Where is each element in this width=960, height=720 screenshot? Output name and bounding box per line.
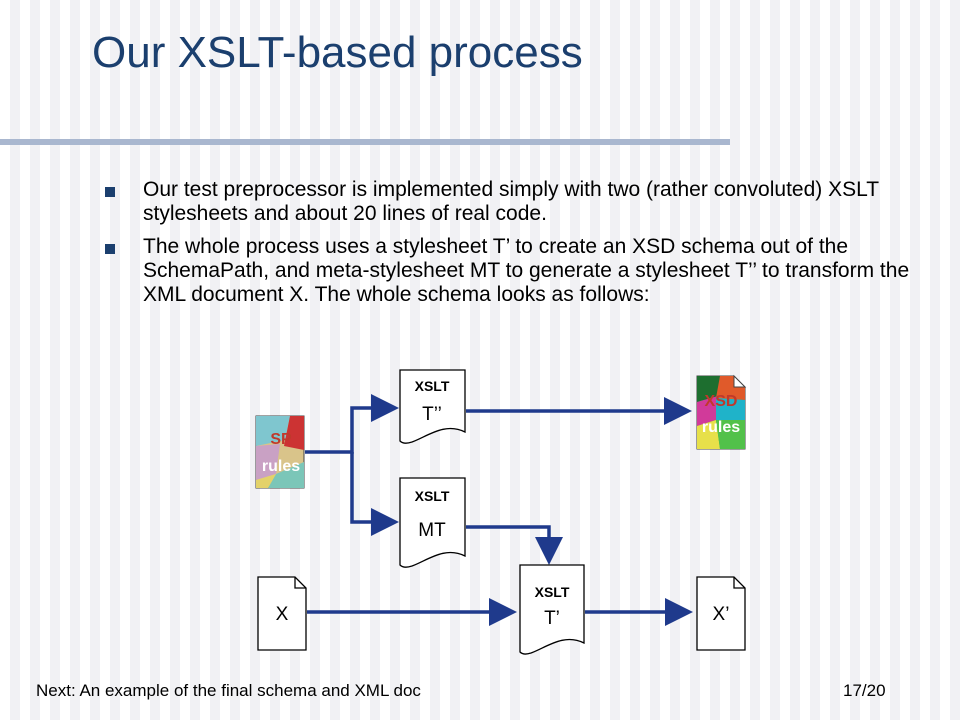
xslt-t2-name: T’’ [422, 404, 442, 425]
x-document-label: X [276, 604, 289, 625]
arrow-sp-to-t2 [305, 394, 399, 454]
bullet-list: Our test preprocessor is implemented sim… [105, 178, 935, 316]
xslt-mt-title: XSLT [415, 488, 450, 504]
sp-rules-document: SP rules [255, 415, 305, 489]
xsd-rules-label-1: XSD [705, 393, 738, 410]
xslt-t1-title: XSLT [535, 584, 570, 600]
slide-title: Our XSLT-based process [92, 28, 583, 77]
page-number: 17/20 [843, 681, 886, 700]
x-document: X [257, 576, 307, 651]
sp-rules-label-1: SP [270, 431, 292, 448]
xslt-t2-title: XSLT [415, 378, 450, 394]
arrow-sp-to-mt [350, 452, 399, 536]
arrow-mt-to-t1 [466, 525, 563, 565]
square-bullet-icon [105, 187, 115, 197]
bullet-item: The whole process uses a stylesheet T’ t… [105, 235, 935, 307]
xslt-mt-name: MT [418, 520, 446, 541]
xslt-mt-document: XSLT MT [399, 477, 466, 568]
xslt-t1-name: T’ [544, 608, 560, 629]
footer-next-link: Next: An example of the final schema and… [36, 681, 421, 700]
square-bullet-icon [105, 244, 115, 254]
bullet-text: The whole process uses a stylesheet T’ t… [143, 235, 910, 306]
xsd-rules-document: XSD rules [696, 374, 747, 450]
x-prime-document: X’ [696, 576, 746, 651]
xsd-rules-label-2: rules [702, 419, 740, 436]
title-underline [0, 139, 730, 145]
xslt-t-double-prime-document: XSLT T’’ [399, 369, 466, 444]
bullet-text: Our test preprocessor is implemented sim… [143, 178, 879, 225]
bullet-item: Our test preprocessor is implemented sim… [105, 178, 935, 226]
x-prime-document-label: X’ [713, 604, 730, 625]
sp-rules-label-2: rules [262, 458, 300, 475]
xslt-t-prime-document: XSLT T’ [519, 564, 585, 655]
